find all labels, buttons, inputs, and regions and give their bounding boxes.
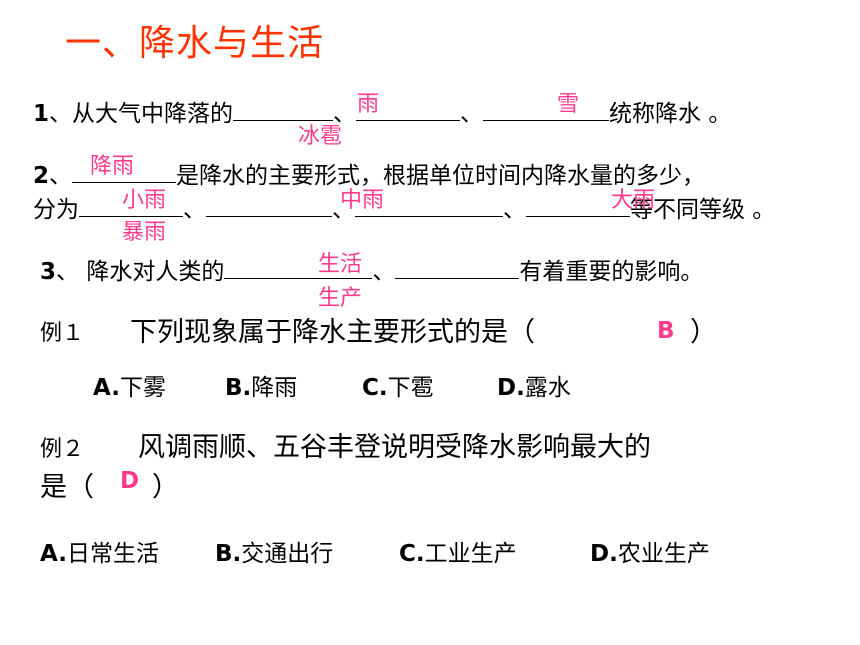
separator: 、	[183, 197, 206, 223]
answer-hail: 冰雹	[298, 124, 343, 149]
answer-heavy-rain: 暴雨	[122, 220, 167, 245]
option-letter: A.	[93, 375, 120, 401]
question-2-text-a: 是降水的主要形式，根据单位时间内降水量的多少，	[176, 163, 706, 189]
question-3-number: 3	[40, 259, 57, 285]
example-2-option-a: A.日常生活	[40, 534, 159, 568]
answer-moderate-rain: 中雨	[340, 188, 385, 213]
page-title: 一、降水与生活	[65, 23, 325, 64]
separator: 、	[503, 197, 526, 223]
answer-blank	[355, 194, 503, 217]
question-2-line-2: 分为 、 、 、 等不同等级 。	[33, 190, 775, 224]
option-letter: C.	[399, 541, 425, 567]
answer-blank	[483, 98, 610, 121]
question-2-line-1: 2、 是降水的主要形式，根据单位时间内降水量的多少，	[33, 156, 705, 190]
example-2-option-d: D.农业生产	[590, 534, 710, 568]
answer-blank	[233, 98, 334, 121]
separator: 、	[333, 101, 357, 127]
example-2-option-c: C.工业生产	[399, 534, 517, 568]
question-3-text-b: 有着重要的影响。	[519, 259, 704, 285]
question-1-text-b: 统称降水 。	[609, 101, 732, 127]
question-3-text-a: 、 降水对人类的	[56, 259, 225, 285]
question-2-text-b: 分为	[33, 197, 79, 223]
option-text: 下雹	[387, 375, 434, 401]
example-2-answer: D	[120, 468, 140, 494]
option-letter: B.	[215, 541, 242, 567]
answer-blank	[526, 194, 630, 217]
option-letter: A.	[40, 541, 67, 567]
separator: 、	[49, 163, 73, 189]
example-2-question-line-2: 是（	[40, 472, 94, 503]
answer-big-rain: 大雨	[611, 188, 656, 213]
example-1-answer: B	[657, 318, 675, 344]
example-1-close: ）	[690, 317, 717, 348]
example-2-label: 例２	[40, 437, 85, 462]
separator: 、	[332, 197, 355, 223]
question-2-number: 2	[33, 163, 50, 189]
example-2-question: 风调雨顺、五谷丰登说明受降水影响最大的	[138, 432, 651, 463]
answer-life: 生活	[318, 252, 363, 277]
option-letter: C.	[362, 375, 388, 401]
answer-snow: 雪	[557, 92, 580, 117]
example-1-option-c: C.下雹	[362, 368, 434, 402]
question-1-number: 1	[33, 101, 50, 127]
option-text: 下雾	[119, 375, 166, 401]
separator: 、	[460, 101, 484, 127]
answer-blank	[395, 256, 520, 279]
answer-blank	[206, 194, 332, 217]
option-text: 日常生活	[66, 541, 159, 567]
answer-rainfall: 降雨	[90, 154, 135, 179]
option-letter: B.	[225, 375, 252, 401]
question-3: 3、 降水对人类的 、 有着重要的影响。	[40, 252, 703, 286]
example-2-close: ）	[152, 472, 179, 503]
answer-blank	[356, 98, 461, 121]
example-1-question-text: 下列现象属于降水主要形式的是（	[130, 317, 535, 348]
answer-blank	[224, 256, 373, 279]
example-1-option-d: D.露水	[497, 368, 571, 402]
option-text: 农业生产	[617, 541, 710, 567]
example-2-option-b: B.交通出行	[215, 534, 333, 568]
question-2-text-c: 等不同等级 。	[630, 197, 776, 223]
answer-production: 生产	[318, 286, 363, 311]
option-letter: D.	[497, 375, 525, 401]
answer-rain: 雨	[357, 92, 380, 117]
option-text: 工业生产	[424, 541, 517, 567]
example-1-question: 下列现象属于降水主要形式的是（	[130, 310, 535, 349]
answer-blank	[79, 194, 183, 217]
example-1-option-b: B.降雨	[225, 368, 297, 402]
option-text: 降雨	[251, 375, 298, 401]
answer-blank	[72, 160, 177, 183]
answer-light-rain: 小雨	[122, 188, 167, 213]
option-text: 交通出行	[241, 541, 334, 567]
question-1-text-a: 、从大气中降落的	[49, 101, 234, 127]
option-text: 露水	[524, 375, 571, 401]
question-1: 1、从大气中降落的 、 、 统称降水 。	[33, 94, 731, 128]
example-1-label: 例１	[40, 321, 85, 346]
separator: 、	[372, 259, 396, 285]
option-letter: D.	[590, 541, 618, 567]
example-1-option-a: A.下雾	[93, 368, 166, 402]
